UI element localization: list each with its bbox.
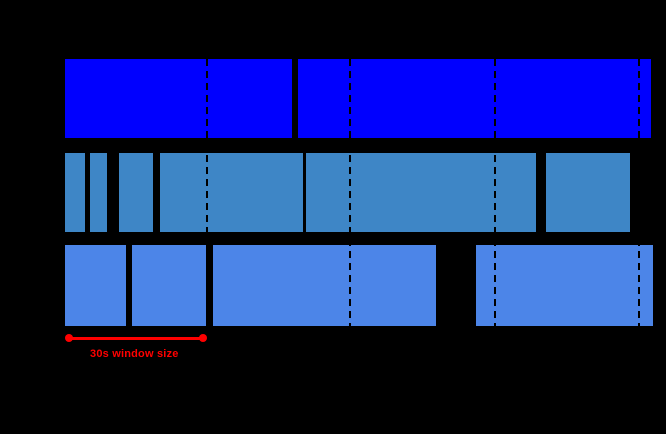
window-boundary-dashed-line bbox=[206, 59, 208, 326]
measure-endpoint-dot-left bbox=[65, 334, 73, 342]
bar-segment-row-2 bbox=[306, 153, 536, 232]
bar-segment-row-2 bbox=[65, 153, 85, 232]
window-size-measure-line bbox=[69, 337, 203, 340]
bar-segment-row-1 bbox=[65, 59, 292, 138]
bar-segment-row-2 bbox=[119, 153, 153, 232]
bar-segment-row-3 bbox=[476, 245, 653, 326]
bar-segment-row-3 bbox=[213, 245, 436, 326]
bar-segment-row-2 bbox=[90, 153, 107, 232]
window-boundary-dashed-line bbox=[349, 59, 351, 326]
bar-segment-row-1 bbox=[298, 59, 651, 138]
bar-segment-row-3 bbox=[65, 245, 126, 326]
measure-endpoint-dot-right bbox=[199, 334, 207, 342]
bar-segment-row-3 bbox=[132, 245, 206, 326]
bar-segment-row-2 bbox=[546, 153, 630, 232]
window-size-label: 30s window size bbox=[90, 348, 179, 360]
window-boundary-dashed-line bbox=[494, 59, 496, 326]
window-boundary-dashed-line bbox=[638, 59, 640, 326]
bar-segment-row-2 bbox=[160, 153, 303, 232]
